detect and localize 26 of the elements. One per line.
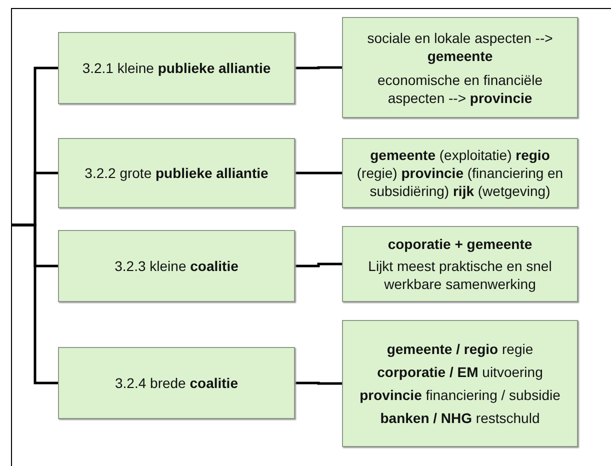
text-box: [58, 230, 295, 302]
box-text: Lijkt meest praktische en snel werkbare samenwerking: [367, 257, 553, 293]
box-text: gemeente (exploitatie) regio (regie) provincie (financiering en subsidiëring) rijk (wetgeving): [356, 146, 564, 200]
box-text: gemeente / regio regie: [386, 340, 534, 358]
connector-line: [11, 224, 58, 384]
connector-line: [295, 172, 342, 174]
text-box: [58, 138, 295, 208]
box-text: 3.2.2 grote publieke alliantie: [84, 164, 268, 182]
text-box: [342, 17, 578, 118]
text-box: [342, 138, 578, 208]
box-text: coporatie + gemeente: [388, 235, 532, 253]
box-text: corporatie / EM uitvoering: [377, 363, 543, 381]
box-text: provincie financiering / subsidie: [360, 386, 560, 404]
box-text: 3.2.1 kleine publieke alliantie: [82, 59, 271, 77]
connector-line: [295, 66, 342, 70]
text-box: [58, 32, 295, 104]
box-text: economische en financiële aspecten --> provincie: [376, 70, 544, 106]
text-box: [342, 320, 578, 447]
text-box: [58, 347, 295, 419]
box-text: 3.2.3 kleine coalitie: [114, 257, 238, 275]
connector-line: [295, 262, 342, 268]
box-text: banken / NHG restschuld: [380, 409, 540, 427]
text-box: [342, 226, 578, 302]
box-text: sociale en lokale aspecten --> gemeente: [366, 28, 554, 64]
connector-line: [295, 382, 342, 385]
box-text: 3.2.4 brede coalitie: [115, 374, 238, 392]
